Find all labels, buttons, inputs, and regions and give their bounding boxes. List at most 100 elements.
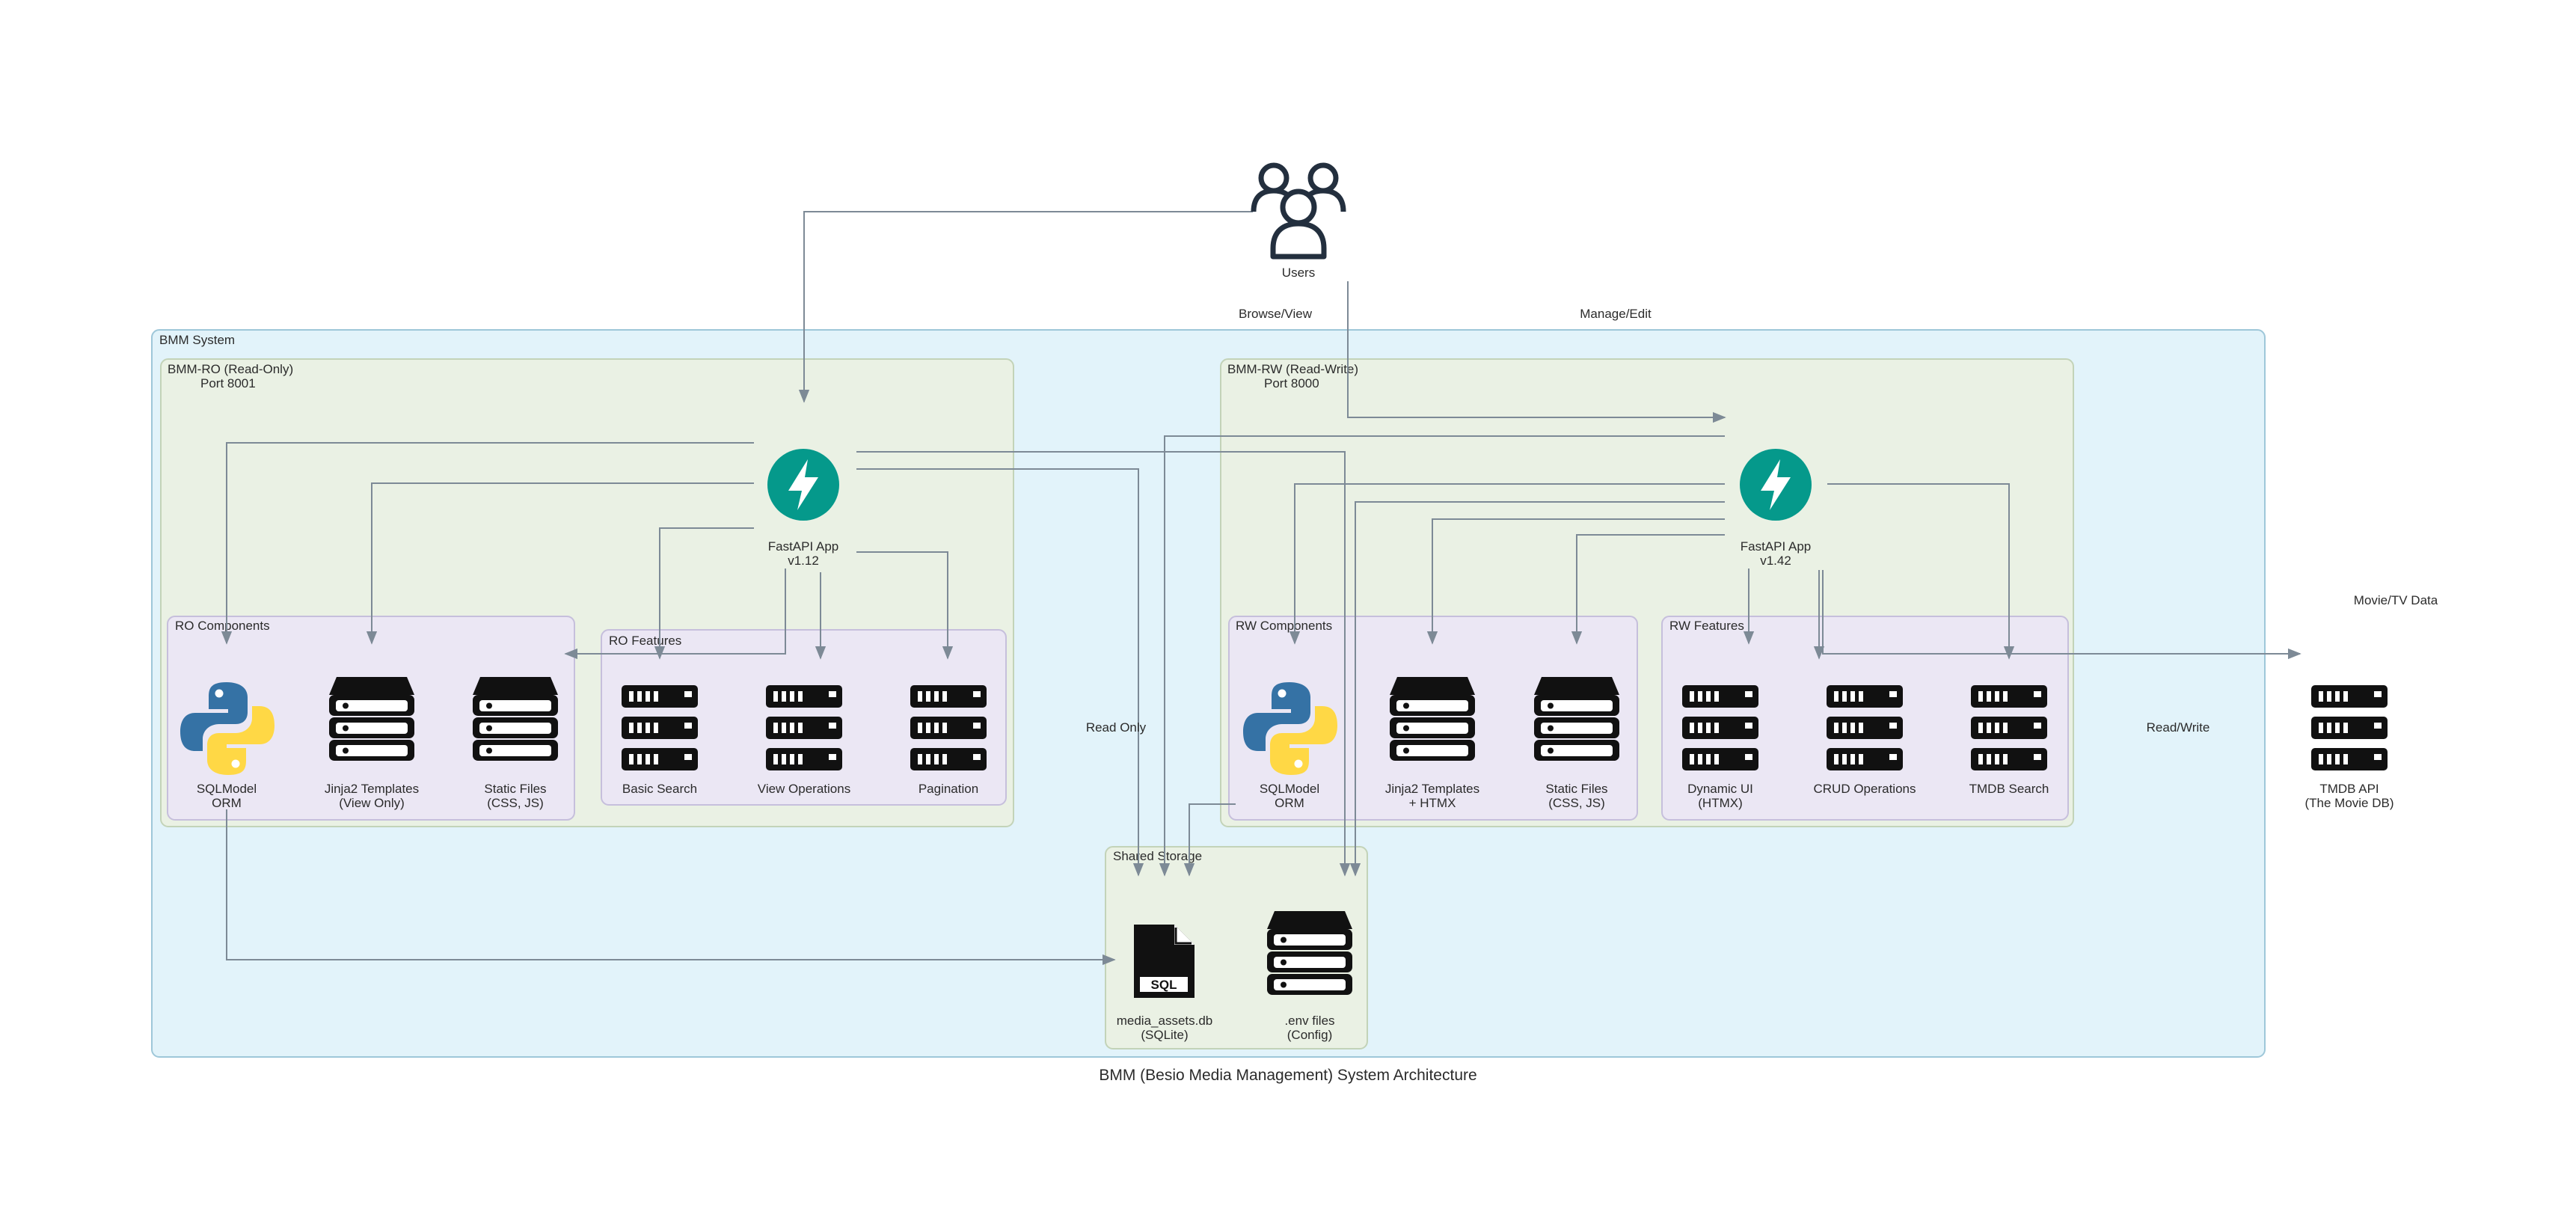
edge-label-browse-view: Browse/View [1239,307,1313,321]
cluster-bmm-system-label: BMM System [159,333,235,347]
ro-pagination-node: Pagination [910,685,987,796]
diagram-title: BMM (Besio Media Management) System Arch… [1099,1067,1476,1084]
env-node: .env files (Config) [1267,911,1352,1042]
edge-ro-to-env [856,451,1351,877]
cluster-shared-storage-label: Shared Storage [1113,849,1202,863]
edge-rw-to-sqlmodel [1289,483,1725,645]
rack-server-icon [910,685,987,770]
ro-jinja-node: Jinja2 Templates (View Only) [325,677,419,810]
edge-ro-sqlmodel-to-db [226,809,1116,966]
cluster-bmm-ro-title: BMM-RO (Read-Only) [168,362,293,376]
rack-server-icon [766,685,842,770]
rw-crud-node: CRUD Operations [1814,685,1916,796]
rw-static-label-line2: (CSS, JS) [1548,796,1605,810]
rw-static-node: Static Files (CSS, JS) [1534,677,1619,810]
sql-file-icon: SQL [1134,925,1195,998]
edge-rw-sqlmodel-to-db [1183,803,1236,877]
ro-sqlmodel-label-line2: ORM [212,796,242,810]
cluster-rw-components-label: RW Components [1236,619,1332,633]
db-label-line2: (SQLite) [1141,1028,1188,1042]
rw-fastapi-label-line2: v1.42 [1760,554,1791,568]
rack-server-icon [1827,685,1903,770]
cluster-bmm-rw-port: Port 8000 [1264,376,1319,390]
cluster-ro-components-label: RO Components [175,619,270,633]
edge-ro-to-pagination [856,551,954,660]
tmdb-api-label-line2: (The Movie DB) [2304,796,2393,810]
server-stack-icon [1534,677,1619,761]
edge-label-manage-edit: Manage/Edit [1580,307,1652,321]
cluster-bmm-rw-title: BMM-RW (Read-Write) [1227,362,1358,376]
rw-crud-label: CRUD Operations [1814,782,1916,796]
edge-rw-to-tmdb-search [1827,483,2015,660]
rw-dynamic-ui-label-line2: (HTMX) [1698,796,1742,810]
rack-server-icon [622,685,698,770]
rack-server-icon [1971,685,2047,770]
cluster-bmm-ro-port: Port 8001 [200,376,256,390]
tmdb-api-node: TMDB API (The Movie DB) [2304,685,2394,810]
edges [221,211,2301,966]
ro-sqlmodel-label-line1: SQLModel [197,782,257,796]
cluster-rw-features-label: RW Features [1669,619,1744,633]
edge-label-movie-tv-data: Movie/TV Data [2354,593,2438,607]
edge-users-to-rw [1347,281,1726,423]
edge-ro-to-sqlmodel [221,442,754,645]
ro-fastapi-node: FastAPI App v1.12 [767,449,839,568]
ro-jinja-label-line1: Jinja2 Templates [325,782,419,796]
ro-pagination-label: Pagination [919,782,978,796]
ro-basic-search-label: Basic Search [622,782,697,796]
rw-fastapi-node: FastAPI App v1.42 [1740,449,1812,568]
edge-label-read-only: Read Only [1086,720,1147,735]
edge-label-read-write: Read/Write [2147,720,2210,735]
rw-jinja-label-line2: + HTMX [1409,796,1456,810]
edge-rw-to-env [1349,501,1725,877]
ro-fastapi-label-line1: FastAPI App [768,539,839,554]
sql-badge: SQL [1151,978,1177,992]
ro-sqlmodel-node: SQLModel ORM [180,682,275,810]
edge-ro-to-jinja [366,482,754,645]
rw-sqlmodel-label-line2: ORM [1275,796,1304,810]
rack-server-icon [1682,685,1758,770]
edge-ro-to-basic-search [654,527,754,660]
ro-static-node: Static Files (CSS, JS) [473,677,558,810]
fastapi-icon [1740,449,1812,521]
ro-static-label-line2: (CSS, JS) [487,796,544,810]
fastapi-icon [767,449,839,521]
edge-rw-to-tmdb-api [1822,570,2301,660]
db-label-line1: media_assets.db [1117,1014,1213,1028]
ro-basic-search-node: Basic Search [622,685,698,796]
tmdb-api-label-line1: TMDB API [2319,782,2379,796]
users-icon [1251,162,1346,260]
rw-static-label-line1: Static Files [1545,782,1607,796]
users-node: Users [1251,162,1346,280]
edge-rw-to-jinja [1426,518,1725,645]
db-node: SQL media_assets.db (SQLite) [1117,925,1213,1042]
edge-rw-to-static [1571,534,1725,645]
rw-sqlmodel-node: SQLModel ORM [1243,682,1337,810]
edge-users-to-ro [798,211,1253,403]
users-label: Users [1282,266,1315,280]
rack-server-icon [2311,685,2388,770]
rw-jinja-node: Jinja2 Templates + HTMX [1385,677,1479,810]
rw-fastapi-label-line1: FastAPI App [1741,539,1812,554]
edge-rw-to-db [1159,435,1725,877]
rw-dynamic-ui-node: Dynamic UI (HTMX) [1682,685,1758,810]
cluster-ro-features-label: RO Features [609,634,681,648]
server-stack-icon [473,677,558,761]
edge-ro-to-db [856,468,1144,877]
server-stack-icon [1267,911,1352,995]
ro-view-ops-label: View Operations [758,782,850,796]
ro-jinja-label-line2: (View Only) [339,796,405,810]
env-label-line1: .env files [1284,1014,1334,1028]
edge-ro-to-static [564,569,786,660]
ro-fastapi-label-line2: v1.12 [788,554,819,568]
rw-jinja-label-line1: Jinja2 Templates [1385,782,1479,796]
env-label-line2: (Config) [1287,1028,1332,1042]
rw-tmdb-search-label: TMDB Search [1969,782,2049,796]
server-stack-icon [1390,677,1475,761]
ro-view-ops-node: View Operations [758,685,850,796]
rw-dynamic-ui-label-line1: Dynamic UI [1687,782,1753,796]
ro-static-label-line1: Static Files [484,782,546,796]
rw-sqlmodel-label-line1: SQLModel [1260,782,1319,796]
server-stack-icon [329,677,414,761]
